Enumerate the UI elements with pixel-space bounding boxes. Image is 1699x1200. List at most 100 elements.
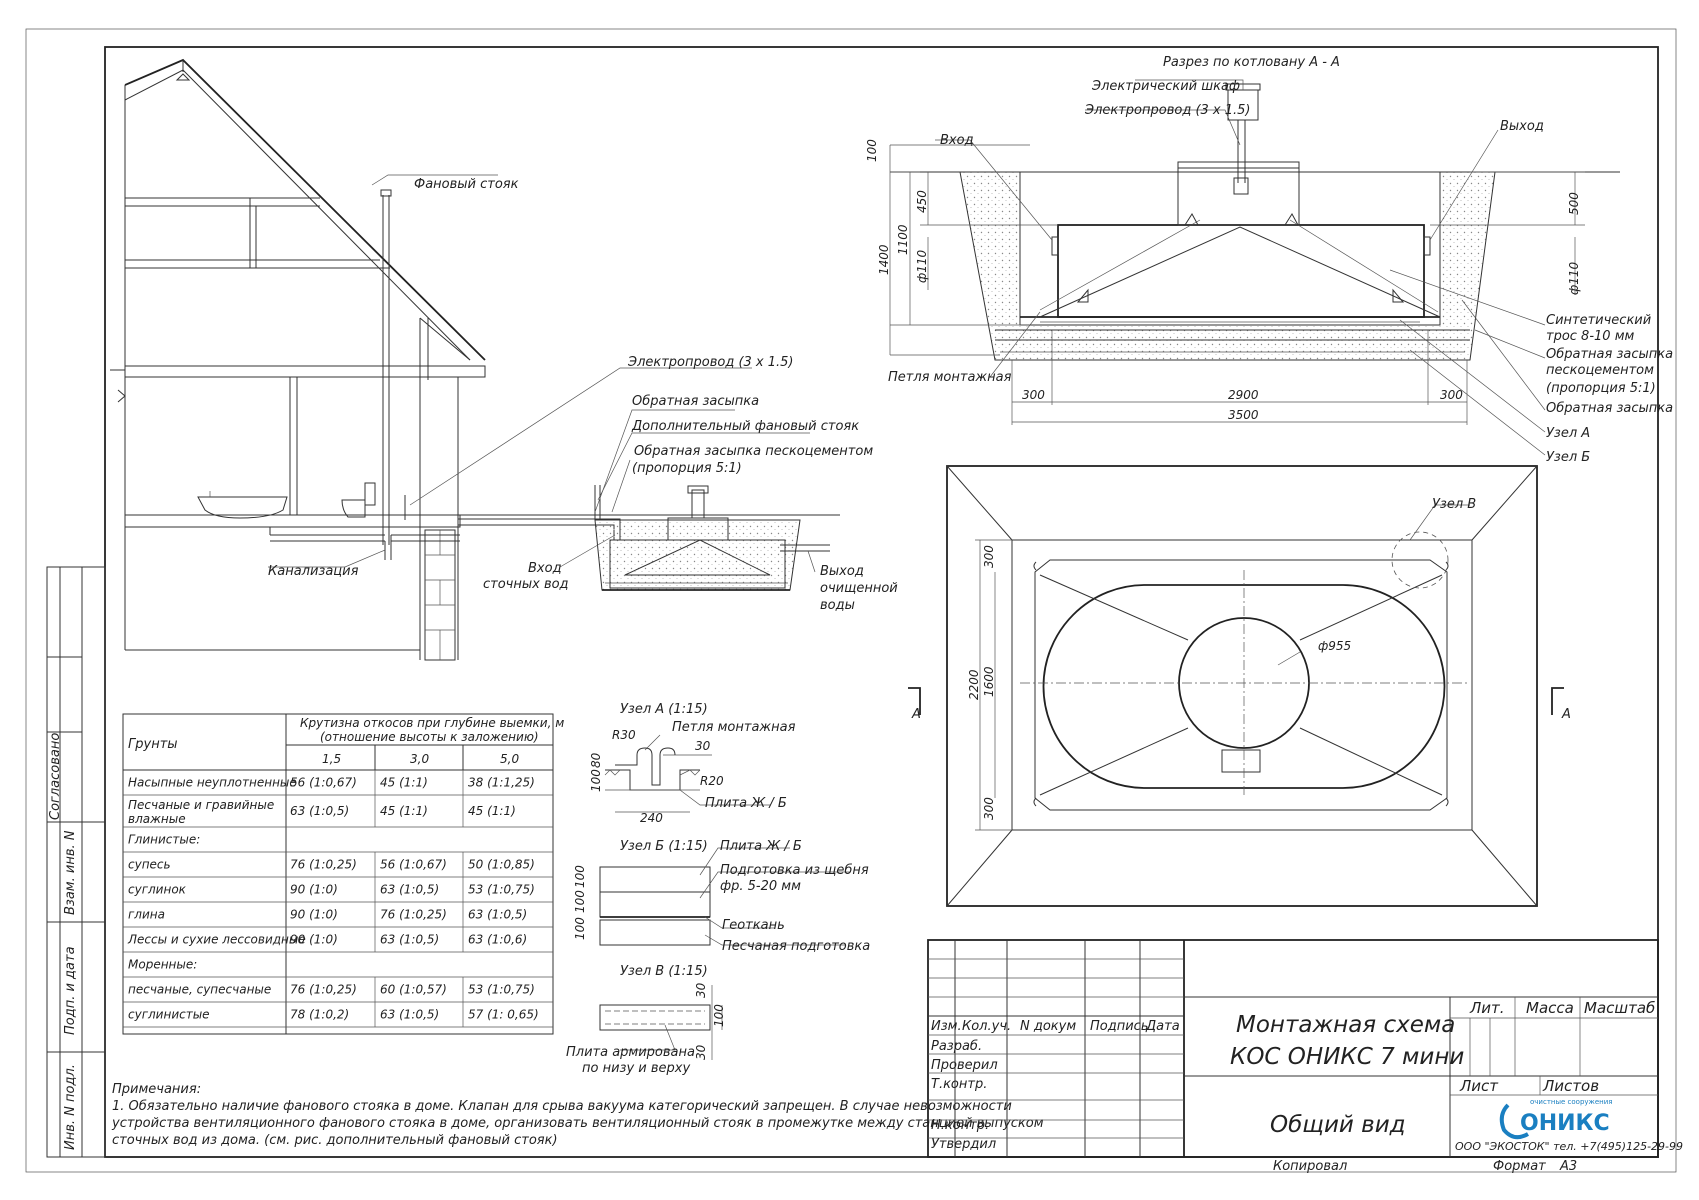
label-mount-loop: Петля монтажная <box>888 370 1012 385</box>
tb-sheet: Лист <box>1459 1077 1499 1095</box>
table-depth-1: 3,0 <box>410 752 429 766</box>
notes-line-3: сточных вод из дома. (см. рис. дополните… <box>112 1133 558 1148</box>
node-a-loop: Петля монтажная <box>672 720 796 735</box>
label-sand-backfill-2: пескоцементом <box>1546 363 1654 378</box>
table-row-name: супесь <box>128 858 171 872</box>
table-depth-0: 1,5 <box>322 752 341 766</box>
table-cell: 63 (1:0,6) <box>468 933 527 947</box>
cut-mark-left: А <box>911 707 921 722</box>
dim-1600: 1600 <box>982 666 996 697</box>
tb-doc: N докум <box>1020 1019 1076 1034</box>
table-cell: 90 (1:0) <box>290 883 338 897</box>
node-v-slab-2: по низу и верху <box>582 1061 690 1076</box>
table-row-name: песчаные, супесчаные <box>128 983 271 997</box>
notes-line-1: 1. Обязательно наличие фанового стояка в… <box>112 1099 1012 1114</box>
dim-300-bottom: 300 <box>982 797 996 820</box>
table-cell: 50 (1:0,85) <box>468 858 535 872</box>
notes-title: Примечания: <box>112 1082 201 1097</box>
node-a-r20: R20 <box>700 774 724 788</box>
node-v-30b: 30 <box>694 1044 708 1060</box>
tb-view: Общий вид <box>1270 1112 1406 1138</box>
node-b-100c: 100 <box>573 917 587 940</box>
table-cell: 90 (1:0) <box>290 908 338 922</box>
label-section-inlet: Вход <box>940 133 974 148</box>
label-sand-backfill-1: Обратная засыпка <box>1546 347 1673 362</box>
label-outlet-2: очищенной <box>820 581 898 596</box>
table-cell: 60 (1:0,57) <box>380 983 447 997</box>
stamp-inv-vzam: Взам. инв. N <box>63 830 78 915</box>
table-cell: 63 (1:0,5) <box>290 804 349 818</box>
soil-table: Грунты Крутизна откосов при глубине выем… <box>122 713 564 1035</box>
tb-lit: Лит. <box>1469 999 1505 1017</box>
tb-format-val: А3 <box>1559 1159 1577 1174</box>
table-cell: 53 (1:0,75) <box>468 983 535 997</box>
table-cell: 56 (1:0,67) <box>290 776 357 790</box>
tb-sign: Подпись <box>1090 1019 1148 1034</box>
table-col-slope-2: (отношение высоты к заложению) <box>320 730 539 744</box>
table-row-name: Моренные: <box>128 958 197 972</box>
table-row-name: Насыпные неуплотненные <box>128 776 297 790</box>
table-cell: 76 (1:0,25) <box>290 858 357 872</box>
table-cell: 45 (1:1) <box>380 776 428 790</box>
table-depth-2: 5,0 <box>500 752 519 766</box>
notes: Примечания: 1. Обязательно наличие фанов… <box>111 1082 1044 1148</box>
table-row-name: суглинок <box>128 883 187 897</box>
oniks-logo: очистные сооружения ОНИКС <box>1499 1098 1612 1140</box>
table-cell: 56 (1:0,67) <box>380 858 447 872</box>
label-synthetic-rope-2: трос 8-10 мм <box>1546 329 1635 344</box>
table-cell: 57 (1: 0,65) <box>468 1008 539 1022</box>
dim-450: 450 <box>915 190 929 213</box>
logo-small: очистные сооружения <box>1530 1098 1612 1106</box>
stamp-agreed: Согласовано <box>48 733 63 820</box>
notes-line-2: устройства вентиляционного фанового стоя… <box>111 1116 1044 1131</box>
label-electric-cable: Электропровод (3 х 1.5) <box>627 355 794 370</box>
dim-500: 500 <box>1567 192 1581 215</box>
tb-title-2: КОС ОНИКС 7 мини <box>1230 1044 1464 1070</box>
node-details: Узел А (1:15) Петля монтажная R30 30 80 … <box>566 702 870 1076</box>
dim-d110-right: ф110 <box>1567 261 1581 295</box>
title-block: Изм. Кол.уч. N докум Подпись Дата Разраб… <box>927 939 1683 1174</box>
table-cell: 38 (1:1,25) <box>468 776 535 790</box>
label-synthetic-rope-1: Синтетический <box>1546 313 1651 328</box>
label-inlet-1: Вход <box>528 561 562 576</box>
table-row-name: глина <box>128 908 165 922</box>
section-a-a: Разрез по котловану А - А <box>865 55 1673 465</box>
table-row-name: Глинистые: <box>128 833 200 847</box>
node-b-100a: 100 <box>573 865 587 888</box>
tb-proveril: Проверил <box>931 1058 998 1073</box>
table-cell: 78 (1:0,2) <box>290 1008 349 1022</box>
label-outlet-1: Выход <box>820 564 864 579</box>
stamp-sign-date: Подп. и дата <box>63 946 78 1035</box>
tb-company: ООО "ЭКОСТОК" тел. +7(495)125-29-99 <box>1455 1140 1683 1153</box>
table-cell: 90 (1:0) <box>290 933 338 947</box>
label-proportion: (пропорция 5:1) <box>632 461 742 476</box>
table-cell: 63 (1:0,5) <box>380 883 439 897</box>
table-cell: 63 (1:0,5) <box>380 933 439 947</box>
dim-100: 100 <box>865 139 879 162</box>
label-section-backfill: Обратная засыпка <box>1546 401 1673 416</box>
label-node-a: Узел А <box>1546 426 1590 441</box>
label-inlet-2: сточных вод <box>483 577 569 592</box>
node-b-sand: Песчаная подготовка <box>722 939 870 954</box>
tb-sheets: Листов <box>1542 1077 1599 1095</box>
logo-text: ОНИКС <box>1520 1111 1610 1136</box>
node-v-title: Узел В (1:15) <box>620 964 708 979</box>
plan-view: Узел В ф955 2200 1600 300 300 А А <box>908 465 1571 907</box>
table-cell: 45 (1:1) <box>468 804 516 818</box>
tb-title-1: Монтажная схема <box>1236 1012 1455 1038</box>
dim-2900: 2900 <box>1228 388 1259 402</box>
node-a-240: 240 <box>640 811 663 825</box>
tb-razrab: Разраб. <box>931 1039 982 1054</box>
stamp-inv-podl: Инв. N подл. <box>63 1064 78 1150</box>
label-electric-cabinet: Электрический шкаф <box>1091 79 1240 94</box>
section-title: Разрез по котловану А - А <box>1163 55 1340 70</box>
label-section-outlet: Выход <box>1500 119 1544 134</box>
tb-nkontr: Н.контр. <box>931 1118 989 1133</box>
table-cell: 63 (1:0,5) <box>380 1008 439 1022</box>
tb-date: Дата <box>1145 1019 1180 1034</box>
tb-kol: Кол.уч. <box>962 1019 1011 1034</box>
node-b-gravel-1: Подготовка из щебня <box>720 863 869 878</box>
label-outlet-3: воды <box>820 598 855 613</box>
table-col-soil: Грунты <box>128 737 178 752</box>
